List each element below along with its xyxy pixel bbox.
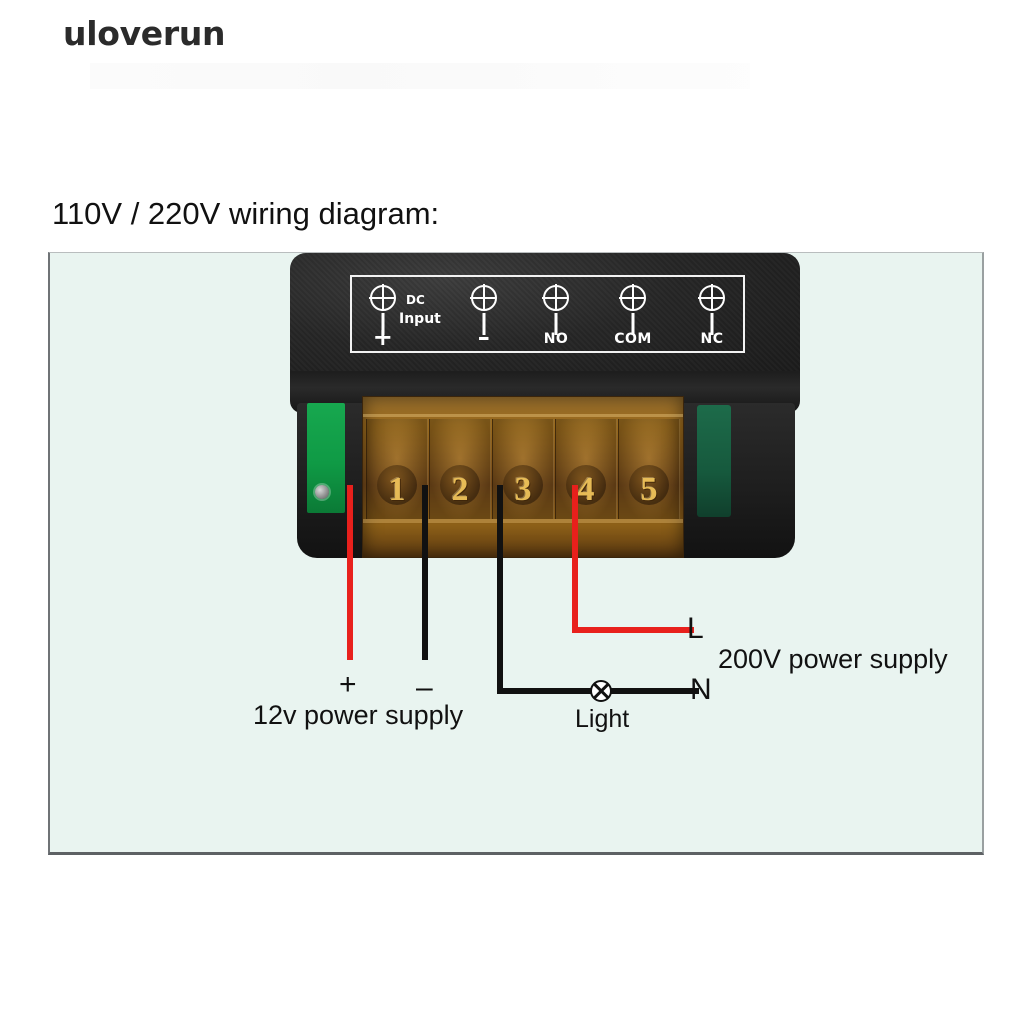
label-dc-power-supply: 12v power supply — [253, 700, 464, 730]
pcb-right-edge — [697, 405, 731, 517]
terminal-marker-no: NO — [527, 285, 585, 347]
terminal-slot-4: 4 — [555, 419, 617, 519]
terminal-caption-plus: + — [372, 323, 394, 351]
label-minus: – — [416, 671, 433, 704]
screw-terminal-icon — [699, 285, 725, 335]
wire-terminal-4-vertical — [572, 485, 578, 633]
terminal-screw-hole — [440, 465, 480, 505]
terminal-number-4: 4 — [577, 471, 595, 508]
terminal-marker-nc: NC — [683, 285, 741, 347]
label-neutral-N: N — [690, 673, 712, 706]
terminal-screw-hole — [629, 465, 669, 505]
screw-terminal-icon — [543, 285, 569, 335]
terminal-label-panel: DC Input + – NO COM NC — [350, 275, 745, 353]
terminal-screw-hole — [377, 465, 417, 505]
terminal-caption-nc: NC — [700, 331, 724, 347]
terminal-marker-com: COM — [604, 285, 662, 347]
wire-terminal-2-to-minus — [422, 485, 428, 660]
terminal-number-2: 2 — [451, 471, 469, 508]
terminal-number-3: 3 — [514, 471, 532, 508]
input-label-text: Input — [399, 311, 441, 327]
dc-input-label: DC Input — [399, 291, 461, 329]
wire-terminal-1-to-plus — [347, 485, 353, 660]
terminal-caption-no: NO — [543, 331, 569, 347]
wiring-diagram-panel: DC Input + – NO COM NC — [48, 252, 984, 855]
terminal-caption-com: COM — [614, 331, 652, 347]
wire-terminal-3-vertical — [497, 485, 503, 694]
terminal-number-5: 5 — [640, 471, 658, 508]
label-line-L: L — [687, 612, 704, 645]
terminal-number-1: 1 — [388, 471, 406, 508]
terminal-block-top-rail — [363, 414, 683, 417]
terminal-slot-5: 5 — [618, 419, 680, 519]
terminal-slot-1: 1 — [366, 419, 428, 519]
screw-terminal-icon — [620, 285, 646, 335]
relay-module-device: DC Input + – NO COM NC — [245, 253, 800, 573]
terminal-marker-plus: + — [354, 285, 412, 349]
label-ac-power-supply: 200V power supply — [718, 644, 948, 674]
screw-terminal-block: 1 2 3 4 5 — [362, 396, 684, 558]
terminal-screw-hole — [503, 465, 543, 505]
terminal-slot-2: 2 — [429, 419, 491, 519]
terminal-slot-3: 3 — [492, 419, 554, 519]
pcb-left-edge — [307, 403, 345, 513]
watermark-text: uloverun — [63, 14, 226, 53]
label-light: Light — [575, 705, 630, 733]
page-title: 110V / 220V wiring diagram: — [52, 196, 440, 231]
screw-terminal-icon — [471, 285, 497, 335]
terminal-marker-minus: – — [455, 285, 513, 349]
watermark-ghost-bar — [90, 63, 750, 89]
terminal-caption-minus: – — [477, 323, 491, 351]
label-plus: + — [339, 668, 357, 701]
dc-label-text: DC — [406, 293, 425, 307]
screw-terminal-icon — [370, 285, 396, 335]
terminal-block-bottom-rail — [363, 519, 683, 523]
wire-terminal-4-to-line — [572, 627, 694, 633]
light-bulb-icon — [590, 680, 612, 702]
